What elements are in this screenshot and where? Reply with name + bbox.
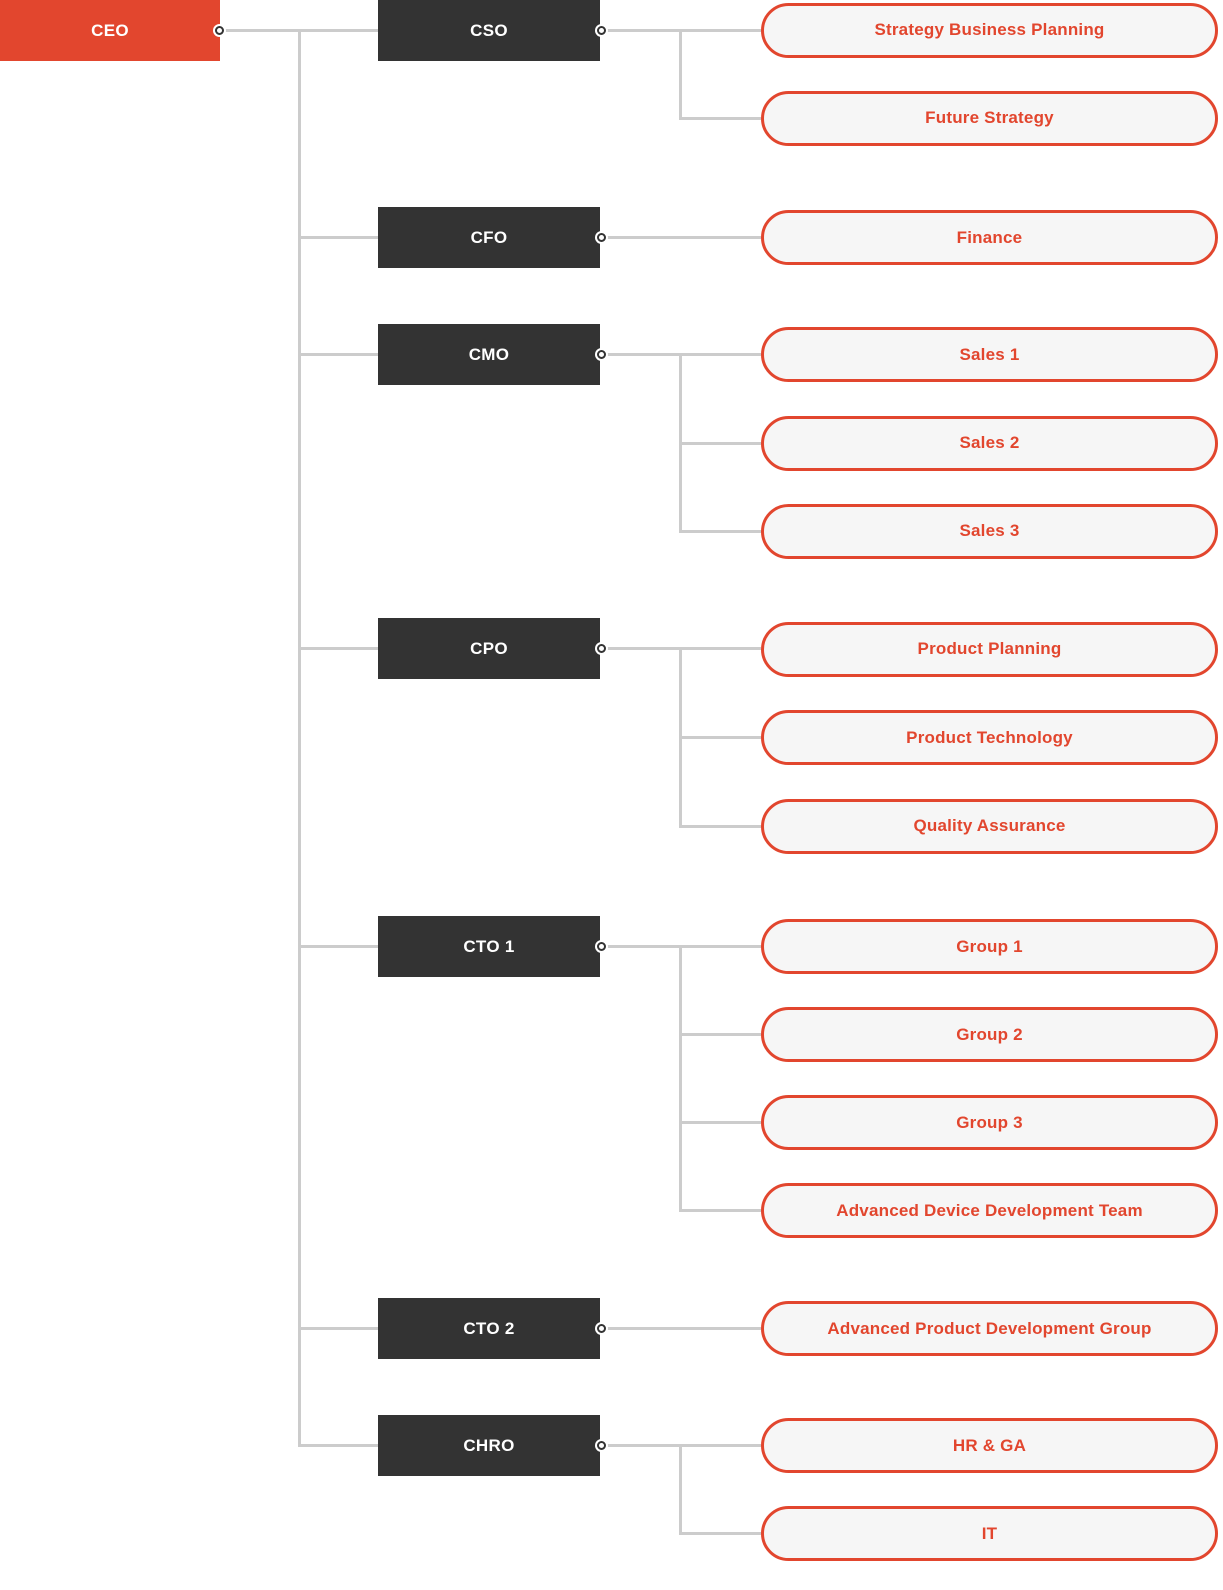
leaf-label: HR & GA xyxy=(952,1435,1027,1455)
leaf-label: Product Planning xyxy=(917,639,1062,658)
leaf-group-1[interactable]: Group 1 xyxy=(761,919,1218,974)
leaf-label: Group 1 xyxy=(956,936,1023,956)
leaf-advanced-device-development-team[interactable]: Advanced Device Development Team xyxy=(761,1183,1218,1238)
node-cto-1[interactable]: CTO 1 xyxy=(378,916,600,977)
node-label: CEO xyxy=(91,20,129,40)
connector-line xyxy=(601,1327,761,1330)
connector-line xyxy=(298,945,378,948)
leaf-label: Sales 1 xyxy=(959,344,1020,364)
connector-line xyxy=(679,1121,761,1124)
node-cto-2[interactable]: CTO 2 xyxy=(378,1298,600,1359)
connector-line xyxy=(679,1532,761,1535)
connector-line xyxy=(679,116,761,120)
leaf-label: Advanced Device Development Team xyxy=(836,1200,1143,1220)
node-chro[interactable]: CHRO xyxy=(378,1415,600,1476)
leaf-it[interactable]: IT xyxy=(761,1506,1218,1561)
connector-line xyxy=(679,824,761,828)
node-ceo[interactable]: CEO xyxy=(0,0,220,61)
connector-line xyxy=(679,529,761,533)
leaf-label: Group 2 xyxy=(956,1024,1023,1044)
node-label: CTO 2 xyxy=(463,1318,515,1338)
node-cfo[interactable]: CFO xyxy=(378,207,600,268)
leaf-label: Group 3 xyxy=(956,1112,1023,1132)
node-label: CHRO xyxy=(463,1435,515,1455)
leaf-label: Product Technology xyxy=(906,727,1073,747)
connector-line xyxy=(298,236,378,239)
node-label: CMO xyxy=(468,344,510,364)
connector-line xyxy=(679,1033,761,1036)
connector-line xyxy=(679,28,682,120)
leaf-group-2[interactable]: Group 2 xyxy=(761,1007,1218,1062)
leaf-finance[interactable]: Finance xyxy=(761,210,1218,265)
leaf-label: IT xyxy=(981,1523,998,1543)
connector-line xyxy=(679,945,682,1212)
connector-line xyxy=(679,441,761,445)
leaf-group-3[interactable]: Group 3 xyxy=(761,1095,1218,1150)
leaf-label: Sales 3 xyxy=(959,521,1020,540)
leaf-future-strategy[interactable]: Future Strategy xyxy=(761,90,1218,146)
connector-line xyxy=(298,647,378,650)
leaf-strategy-business-planning[interactable]: Strategy Business Planning xyxy=(761,2,1218,58)
leaf-sales-3[interactable]: Sales 3 xyxy=(761,503,1218,559)
connector-line xyxy=(679,1209,761,1212)
leaf-label: Finance xyxy=(956,227,1023,247)
leaf-sales-1[interactable]: Sales 1 xyxy=(761,327,1218,382)
leaf-label: Strategy Business Planning xyxy=(874,20,1105,39)
leaf-product-planning[interactable]: Product Planning xyxy=(761,621,1218,677)
port-circle-icon[interactable] xyxy=(596,233,606,242)
leaf-label: Quality Assurance xyxy=(913,816,1066,835)
node-label: CPO xyxy=(470,638,508,658)
connector-line xyxy=(298,1444,378,1447)
leaf-label: Sales 2 xyxy=(959,433,1020,452)
port-circle-icon[interactable] xyxy=(596,25,606,35)
port-circle-icon[interactable] xyxy=(596,1324,606,1333)
port-circle-icon[interactable] xyxy=(596,644,606,653)
port-circle-icon[interactable] xyxy=(596,350,606,359)
connector-line xyxy=(298,28,301,1447)
connector-line xyxy=(298,1327,378,1330)
connector-line xyxy=(679,736,761,739)
port-circle-icon[interactable] xyxy=(214,25,224,35)
leaf-label: Advanced Product Development Group xyxy=(827,1318,1152,1338)
port-circle-icon[interactable] xyxy=(596,1441,606,1450)
port-circle-icon[interactable] xyxy=(596,942,606,951)
leaf-label: Future Strategy xyxy=(925,108,1054,127)
connector-line xyxy=(298,353,378,356)
leaf-product-technology[interactable]: Product Technology xyxy=(761,710,1218,765)
connector-line xyxy=(601,236,761,239)
node-label: CFO xyxy=(470,227,508,247)
node-cpo[interactable]: CPO xyxy=(378,618,600,679)
leaf-quality-assurance[interactable]: Quality Assurance xyxy=(761,798,1218,854)
node-label: CSO xyxy=(470,20,508,40)
leaf-advanced-product-development-group[interactable]: Advanced Product Development Group xyxy=(761,1301,1218,1356)
leaf-sales-2[interactable]: Sales 2 xyxy=(761,415,1218,471)
node-cmo[interactable]: CMO xyxy=(378,324,600,385)
node-cso[interactable]: CSO xyxy=(378,0,600,61)
connector-line xyxy=(679,1444,682,1535)
node-label: CTO 1 xyxy=(463,936,515,956)
leaf-hr-ga[interactable]: HR & GA xyxy=(761,1418,1218,1473)
